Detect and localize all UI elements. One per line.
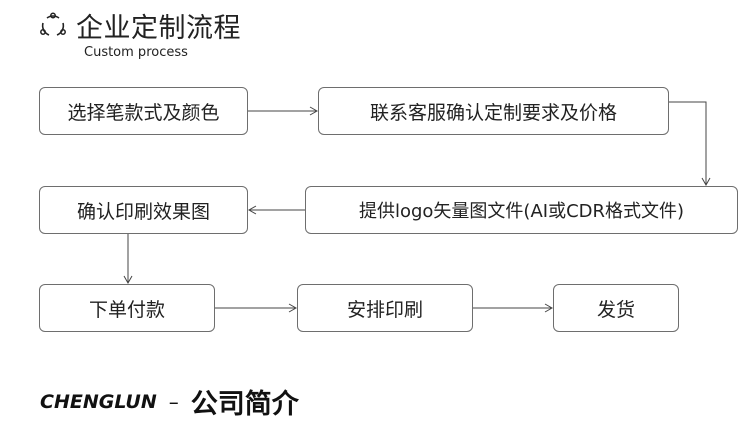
title-row: 企业定制流程 [38,6,241,45]
step-provide-logo: 提供logo矢量图文件(AI或CDR格式文件) [305,186,738,234]
arrowhead-2-to-3 [701,177,711,187]
footer-separator: – [168,389,179,414]
step-arrange-printing: 安排印刷 [297,284,473,332]
section-footer: CHENGLUN – 公司简介 [40,382,299,421]
process-cycle-icon [40,12,66,36]
step-contact-service: 联系客服确认定制要求及价格 [318,87,669,135]
arrowhead-1-to-2 [309,106,319,116]
footer-title: 公司简介 [190,389,299,420]
arrowhead-3-to-4 [247,205,257,215]
page-header: 企业定制流程 Custom process [38,6,241,60]
arrowhead-4-to-5 [123,275,133,285]
arrowhead-6-to-7 [544,303,554,313]
brand-name: CHENGLUN [40,390,157,413]
arrowhead-5-to-6 [288,303,298,313]
arrow-2-to-3 [669,101,707,184]
page-title: 企业定制流程 [76,13,241,44]
step-confirm-proof: 确认印刷效果图 [39,186,248,234]
step-select-style: 选择笔款式及颜色 [39,87,248,135]
step-ship: 发货 [553,284,679,332]
step-place-order: 下单付款 [39,284,215,332]
page-subtitle: Custom process [84,45,188,60]
